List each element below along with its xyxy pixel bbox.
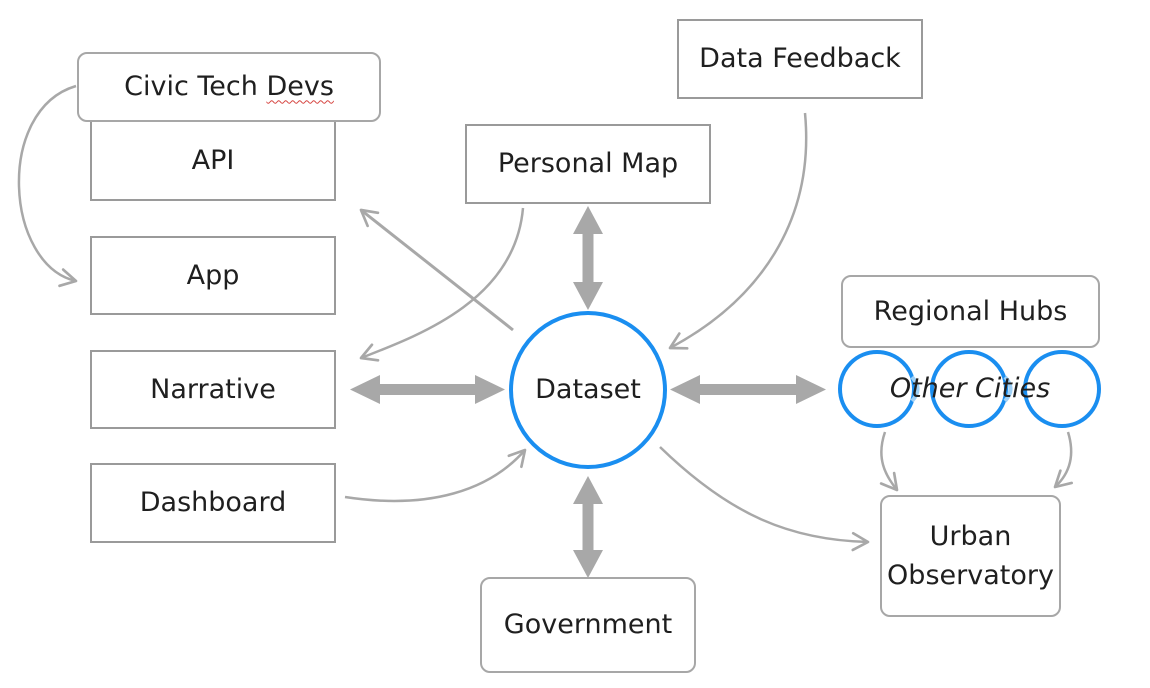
other-city-circle-2 [930,350,1008,428]
regional-hubs-box: Regional Hubs [841,275,1100,348]
data-feedback-to-dataset-arrow [668,112,808,350]
civic-tech-devs-label: Civic Tech Devs [124,71,334,103]
other-cities-label: Other Cities [889,373,1051,404]
dataset-other-cities-double-arrow [670,375,826,404]
spellcheck-flagged-word: Devs [266,71,334,103]
personal-map-box: Personal Map [465,124,711,204]
dataset-to-api-arrow [359,208,514,332]
devs-to-app-arrow [17,84,78,288]
personal-map-to-narrative-arrow [359,207,525,362]
narrative-label: Narrative [150,373,276,405]
other-city-circle-1 [838,350,916,428]
urban-observatory-label-line2: Observatory [887,560,1054,591]
government-box: Government [480,577,696,673]
government-label: Government [503,609,673,641]
dataset-government-double-arrow [573,476,603,578]
other-city-circle-3 [1023,350,1101,428]
api-label: API [191,144,235,176]
other-cities-circles [838,350,1101,428]
data-feedback-label: Data Feedback [699,43,901,75]
dataset-to-urban-observatory-arrow [659,446,870,552]
dashboard-label: Dashboard [139,487,287,519]
narrative-box: Narrative [90,350,336,429]
urban-observatory-box: Urban Observatory [880,495,1061,617]
app-label: App [186,259,240,291]
data-feedback-box: Data Feedback [677,19,923,99]
dataset-label: Dataset [535,374,641,405]
dashboard-box: Dashboard [90,463,336,543]
dataset-circle [509,311,667,469]
civic-tech-devs-box: Civic Tech Devs [77,52,381,122]
api-box: API [90,120,336,201]
narrative-dataset-double-arrow [350,375,505,404]
dashboard-to-dataset-arrow [344,448,527,503]
urban-observatory-label-line1: Urban [929,520,1012,552]
other-cities-right-to-observatory-arrow [1053,431,1074,489]
app-box: App [90,236,336,315]
other-cities-left-to-observatory-arrow [879,431,899,492]
personal-map-dataset-double-arrow [573,206,603,310]
regional-hubs-label: Regional Hubs [873,295,1068,327]
personal-map-label: Personal Map [497,148,679,180]
